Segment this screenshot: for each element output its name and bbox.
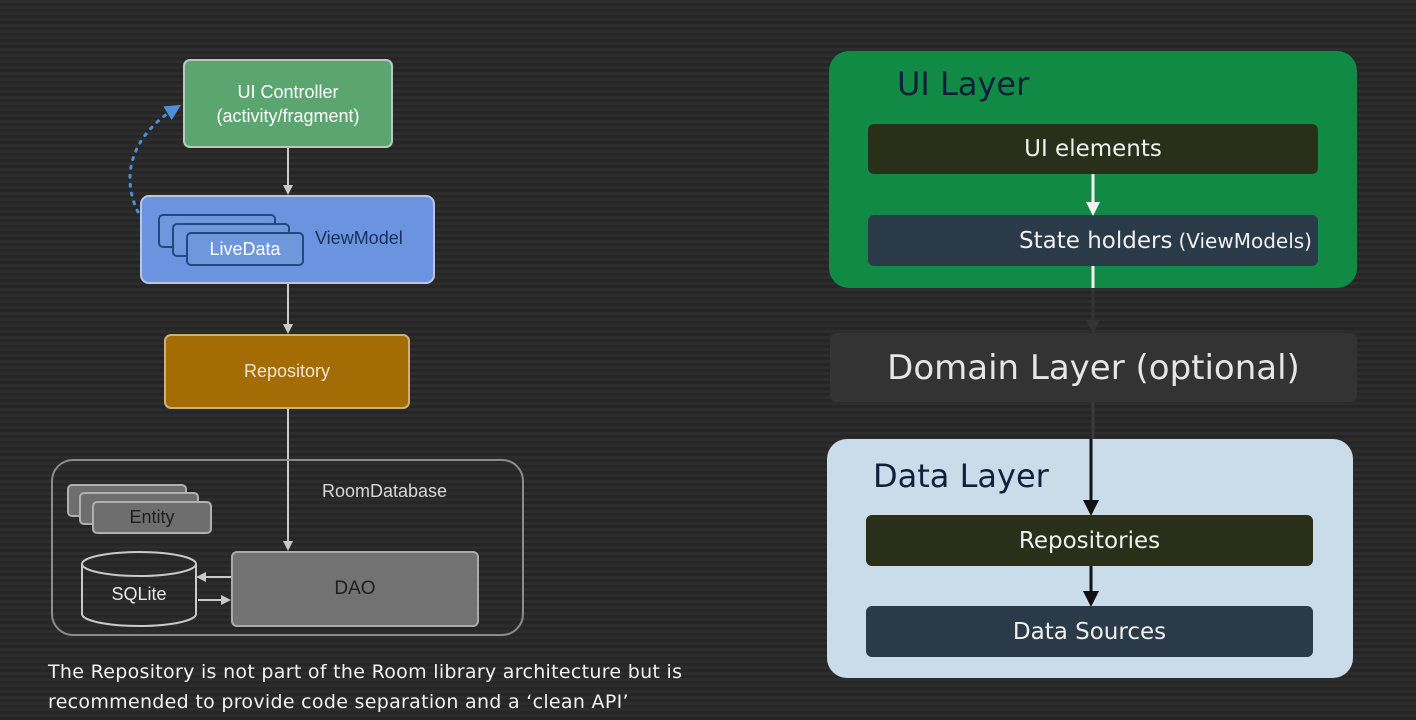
ui-elements-label: UI elements bbox=[1024, 136, 1162, 162]
repositories-label: Repositories bbox=[1018, 527, 1161, 554]
livedata-card: LiveData bbox=[186, 232, 304, 266]
ui-controller-box: UI Controller (activity/fragment) bbox=[183, 59, 393, 148]
repositories-box: Repositories bbox=[866, 515, 1313, 566]
data-layer-title: Data Layer bbox=[873, 457, 1049, 495]
entity-label: Entity bbox=[129, 507, 175, 527]
livedata-observer-dotted-arrow bbox=[128, 104, 182, 214]
ui-layer-title: UI Layer bbox=[897, 65, 1030, 103]
ui-controller-sublabel: (activity/fragment) bbox=[216, 105, 360, 126]
dao-label: DAO bbox=[334, 578, 376, 599]
dao-box: DAO bbox=[231, 551, 479, 627]
domain-layer-box: Domain Layer (optional) bbox=[830, 333, 1357, 402]
state-holders-label: State holders bbox=[1019, 227, 1173, 254]
entity-card: Entity bbox=[92, 501, 212, 534]
caption-line-2: recommended to provide code separation a… bbox=[48, 691, 629, 713]
ui-controller-label: UI Controller bbox=[237, 81, 339, 102]
viewmodel-label: ViewModel bbox=[315, 228, 403, 248]
caption-line-1: The Repository is not part of the Room l… bbox=[48, 661, 683, 683]
caption: The Repository is not part of the Room l… bbox=[48, 657, 808, 717]
sqlite-label: SQLite bbox=[111, 584, 167, 604]
state-holders-box: State holders (ViewModels) bbox=[868, 215, 1318, 266]
state-holders-paren-label: (ViewModels) bbox=[1178, 228, 1312, 253]
room-database-box bbox=[51, 459, 524, 636]
livedata-label: LiveData bbox=[209, 238, 281, 259]
repository-label: Repository bbox=[243, 361, 331, 381]
ui-elements-box: UI elements bbox=[868, 124, 1318, 174]
room-database-label: RoomDatabase bbox=[322, 481, 448, 501]
repository-box: Repository bbox=[164, 334, 410, 409]
domain-layer-title: Domain Layer (optional) bbox=[887, 347, 1300, 388]
data-sources-label: Data Sources bbox=[1012, 618, 1167, 645]
data-sources-box: Data Sources bbox=[866, 606, 1313, 657]
